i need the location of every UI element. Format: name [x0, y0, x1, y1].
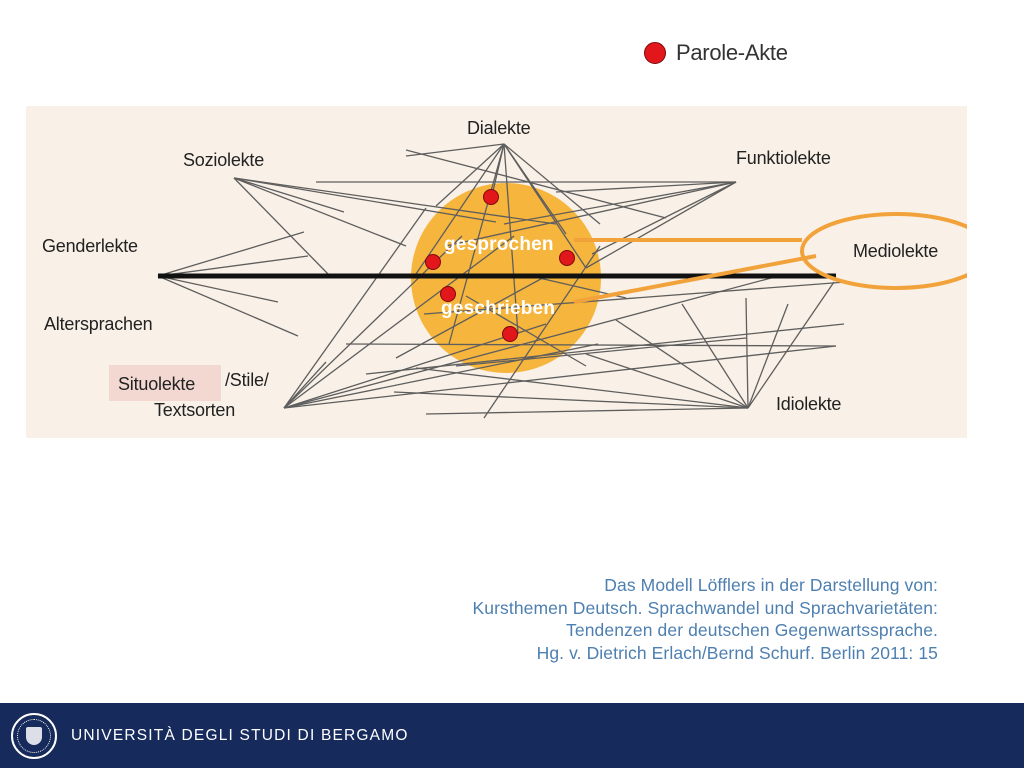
- parole-akte-dot: [502, 326, 518, 342]
- diagram-graphics: [157, 143, 967, 419]
- citation-line: Tendenzen der deutschen Gegenwartssprach…: [566, 620, 938, 641]
- label-dialekte: Dialekte: [467, 118, 531, 138]
- mediolekte-connectors: [573, 238, 817, 304]
- source-citation: Das Modell Löfflers in der Darstellung v…: [472, 574, 938, 664]
- label-genderlekte: Genderlekte: [42, 236, 138, 256]
- parole-akte-dot: [440, 286, 456, 302]
- citation-line: Das Modell Löfflers in der Darstellung v…: [604, 575, 938, 595]
- label-soziolekte: Soziolekte: [183, 150, 265, 170]
- label-textsorten: Textsorten: [154, 400, 236, 420]
- label-gesprochen: gesprochen: [444, 234, 554, 255]
- connector-lines: [157, 143, 847, 419]
- label-geschrieben: geschrieben: [441, 298, 556, 319]
- citation-line: Kursthemen Deutsch. Sprachwandel und Spr…: [472, 597, 938, 618]
- parole-akte-dot: [483, 189, 499, 205]
- label-altersprachen: Altersprachen: [44, 314, 153, 334]
- citation-line: Hg. v. Dietrich Erlach/Bernd Schurf. Ber…: [536, 642, 938, 663]
- label-situolekte: Situolekte: [118, 374, 196, 394]
- loeffler-model-diagram: Dialekte Soziolekte Funktiolekte Genderl…: [26, 106, 967, 438]
- label-funktiolekte: Funktiolekte: [736, 148, 831, 168]
- label-mediolekte: Mediolekte: [853, 241, 939, 261]
- legend: Parole-Akte: [644, 40, 788, 66]
- label-idiolekte: Idiolekte: [776, 394, 842, 414]
- university-footer: UNIVERSITÀ DEGLI STUDI DI BERGAMO: [0, 703, 1024, 768]
- university-name: UNIVERSITÀ DEGLI STUDI DI BERGAMO: [71, 726, 409, 744]
- situolekte-highlight-box: [109, 365, 221, 401]
- university-seal-icon: [11, 712, 57, 759]
- parole-akte-dot: [559, 250, 575, 266]
- mediolekte-ellipse: [800, 212, 967, 290]
- label-stile: /Stile/: [225, 370, 269, 390]
- legend-label: Parole-Akte: [676, 40, 788, 65]
- parole-akte-dot: [425, 254, 441, 270]
- parole-akte-dots: [425, 189, 575, 342]
- parole-akte-dot-icon: [644, 42, 666, 64]
